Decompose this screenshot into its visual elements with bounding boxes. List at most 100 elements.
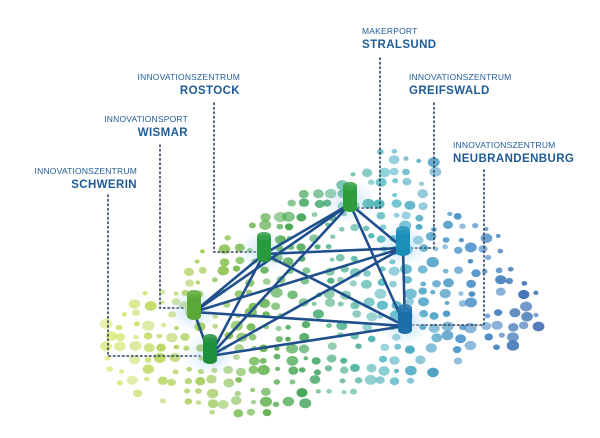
map-dot [106, 366, 114, 372]
label-wismar: INNOVATIONSPORT WISMAR [104, 114, 188, 141]
map-dot [354, 377, 363, 384]
map-dot [388, 155, 400, 165]
map-dot [273, 353, 281, 360]
map-dot [275, 366, 281, 371]
network-edges [192, 202, 407, 358]
map-dot [206, 388, 219, 399]
map-dot [270, 287, 283, 298]
map-dot [480, 233, 493, 243]
map-dot [142, 320, 155, 331]
leader-wismar [159, 144, 187, 309]
map-dot [444, 301, 450, 305]
map-dot [468, 291, 476, 297]
map-dot [452, 346, 462, 354]
map-dot [129, 355, 141, 365]
map-dot [259, 220, 272, 230]
map-dot [339, 366, 349, 374]
map-dot [298, 344, 310, 354]
label-city: SCHWERIN [71, 179, 137, 191]
map-dot [282, 211, 295, 222]
node-pillar-schwerin [203, 334, 217, 364]
map-dot [166, 332, 178, 343]
map-dot [362, 323, 373, 332]
map-dot [248, 365, 259, 374]
map-dot [311, 357, 321, 365]
map-dot [420, 281, 427, 287]
pillar-base [257, 254, 271, 262]
map-dot [128, 299, 141, 309]
map-dot [378, 355, 388, 363]
map-dot [298, 189, 309, 199]
map-dot [495, 233, 501, 238]
map-dot [235, 367, 246, 377]
map-dot [309, 375, 321, 384]
map-dot [275, 336, 283, 343]
map-dot [271, 302, 281, 311]
pillar-base [398, 326, 412, 334]
map-dot [447, 211, 453, 217]
map-dot [459, 223, 466, 229]
map-dot [100, 318, 113, 329]
edge-rostock-greifswald [262, 246, 405, 256]
map-dot [296, 388, 308, 398]
map-dot [439, 288, 451, 299]
map-dot [520, 301, 533, 312]
map-dot [494, 309, 503, 316]
map-dot [417, 189, 429, 199]
map-dot [301, 321, 311, 329]
map-dot [368, 233, 375, 239]
map-dot [274, 346, 280, 351]
map-dot [441, 321, 454, 332]
pillar-body [203, 338, 217, 360]
map-dot [341, 390, 347, 395]
leader-rostock [213, 102, 257, 253]
map-dot [276, 223, 284, 230]
map-dot [418, 181, 425, 187]
map-dot [378, 167, 390, 178]
map-dot [478, 245, 488, 253]
map-dot [392, 193, 398, 198]
map-dot [212, 323, 219, 329]
map-dot [223, 378, 235, 388]
map-dot [235, 377, 243, 383]
edge-wismar-neubrandenburg [192, 310, 407, 328]
map-dot [415, 355, 426, 365]
map-dot [298, 367, 306, 373]
map-dot [392, 178, 399, 184]
map-dot [206, 374, 217, 384]
map-dot [429, 312, 439, 320]
map-dot [391, 199, 402, 208]
map-dot [159, 300, 165, 305]
map-dot [115, 333, 126, 342]
map-dot [442, 237, 450, 243]
map-dot [380, 343, 390, 352]
map-dot [443, 220, 453, 229]
map-dot [324, 365, 333, 372]
map-dot [364, 374, 377, 385]
map-dot [133, 321, 140, 327]
map-dot [311, 301, 317, 306]
map-dot [207, 399, 219, 409]
map-dot [142, 291, 148, 296]
map-dot [339, 227, 345, 232]
map-dot [453, 266, 464, 275]
map-dot [129, 340, 142, 351]
map-dot [418, 297, 429, 307]
map-dot [455, 334, 466, 344]
map-dot [349, 388, 358, 395]
map-dot [402, 168, 410, 176]
map-dot [157, 376, 168, 385]
map-dot [224, 235, 231, 241]
map-dot [114, 341, 126, 352]
map-dot [296, 213, 307, 222]
map-dot [376, 211, 386, 220]
node-pillar-greifswald [396, 226, 410, 256]
map-dot [173, 344, 180, 350]
map-dot [126, 375, 138, 385]
map-dot [336, 321, 348, 331]
pillar-base [343, 204, 357, 212]
pillar-top [398, 304, 412, 312]
map-dot [389, 167, 399, 176]
edge-rostock-neubrandenburg [262, 252, 407, 328]
